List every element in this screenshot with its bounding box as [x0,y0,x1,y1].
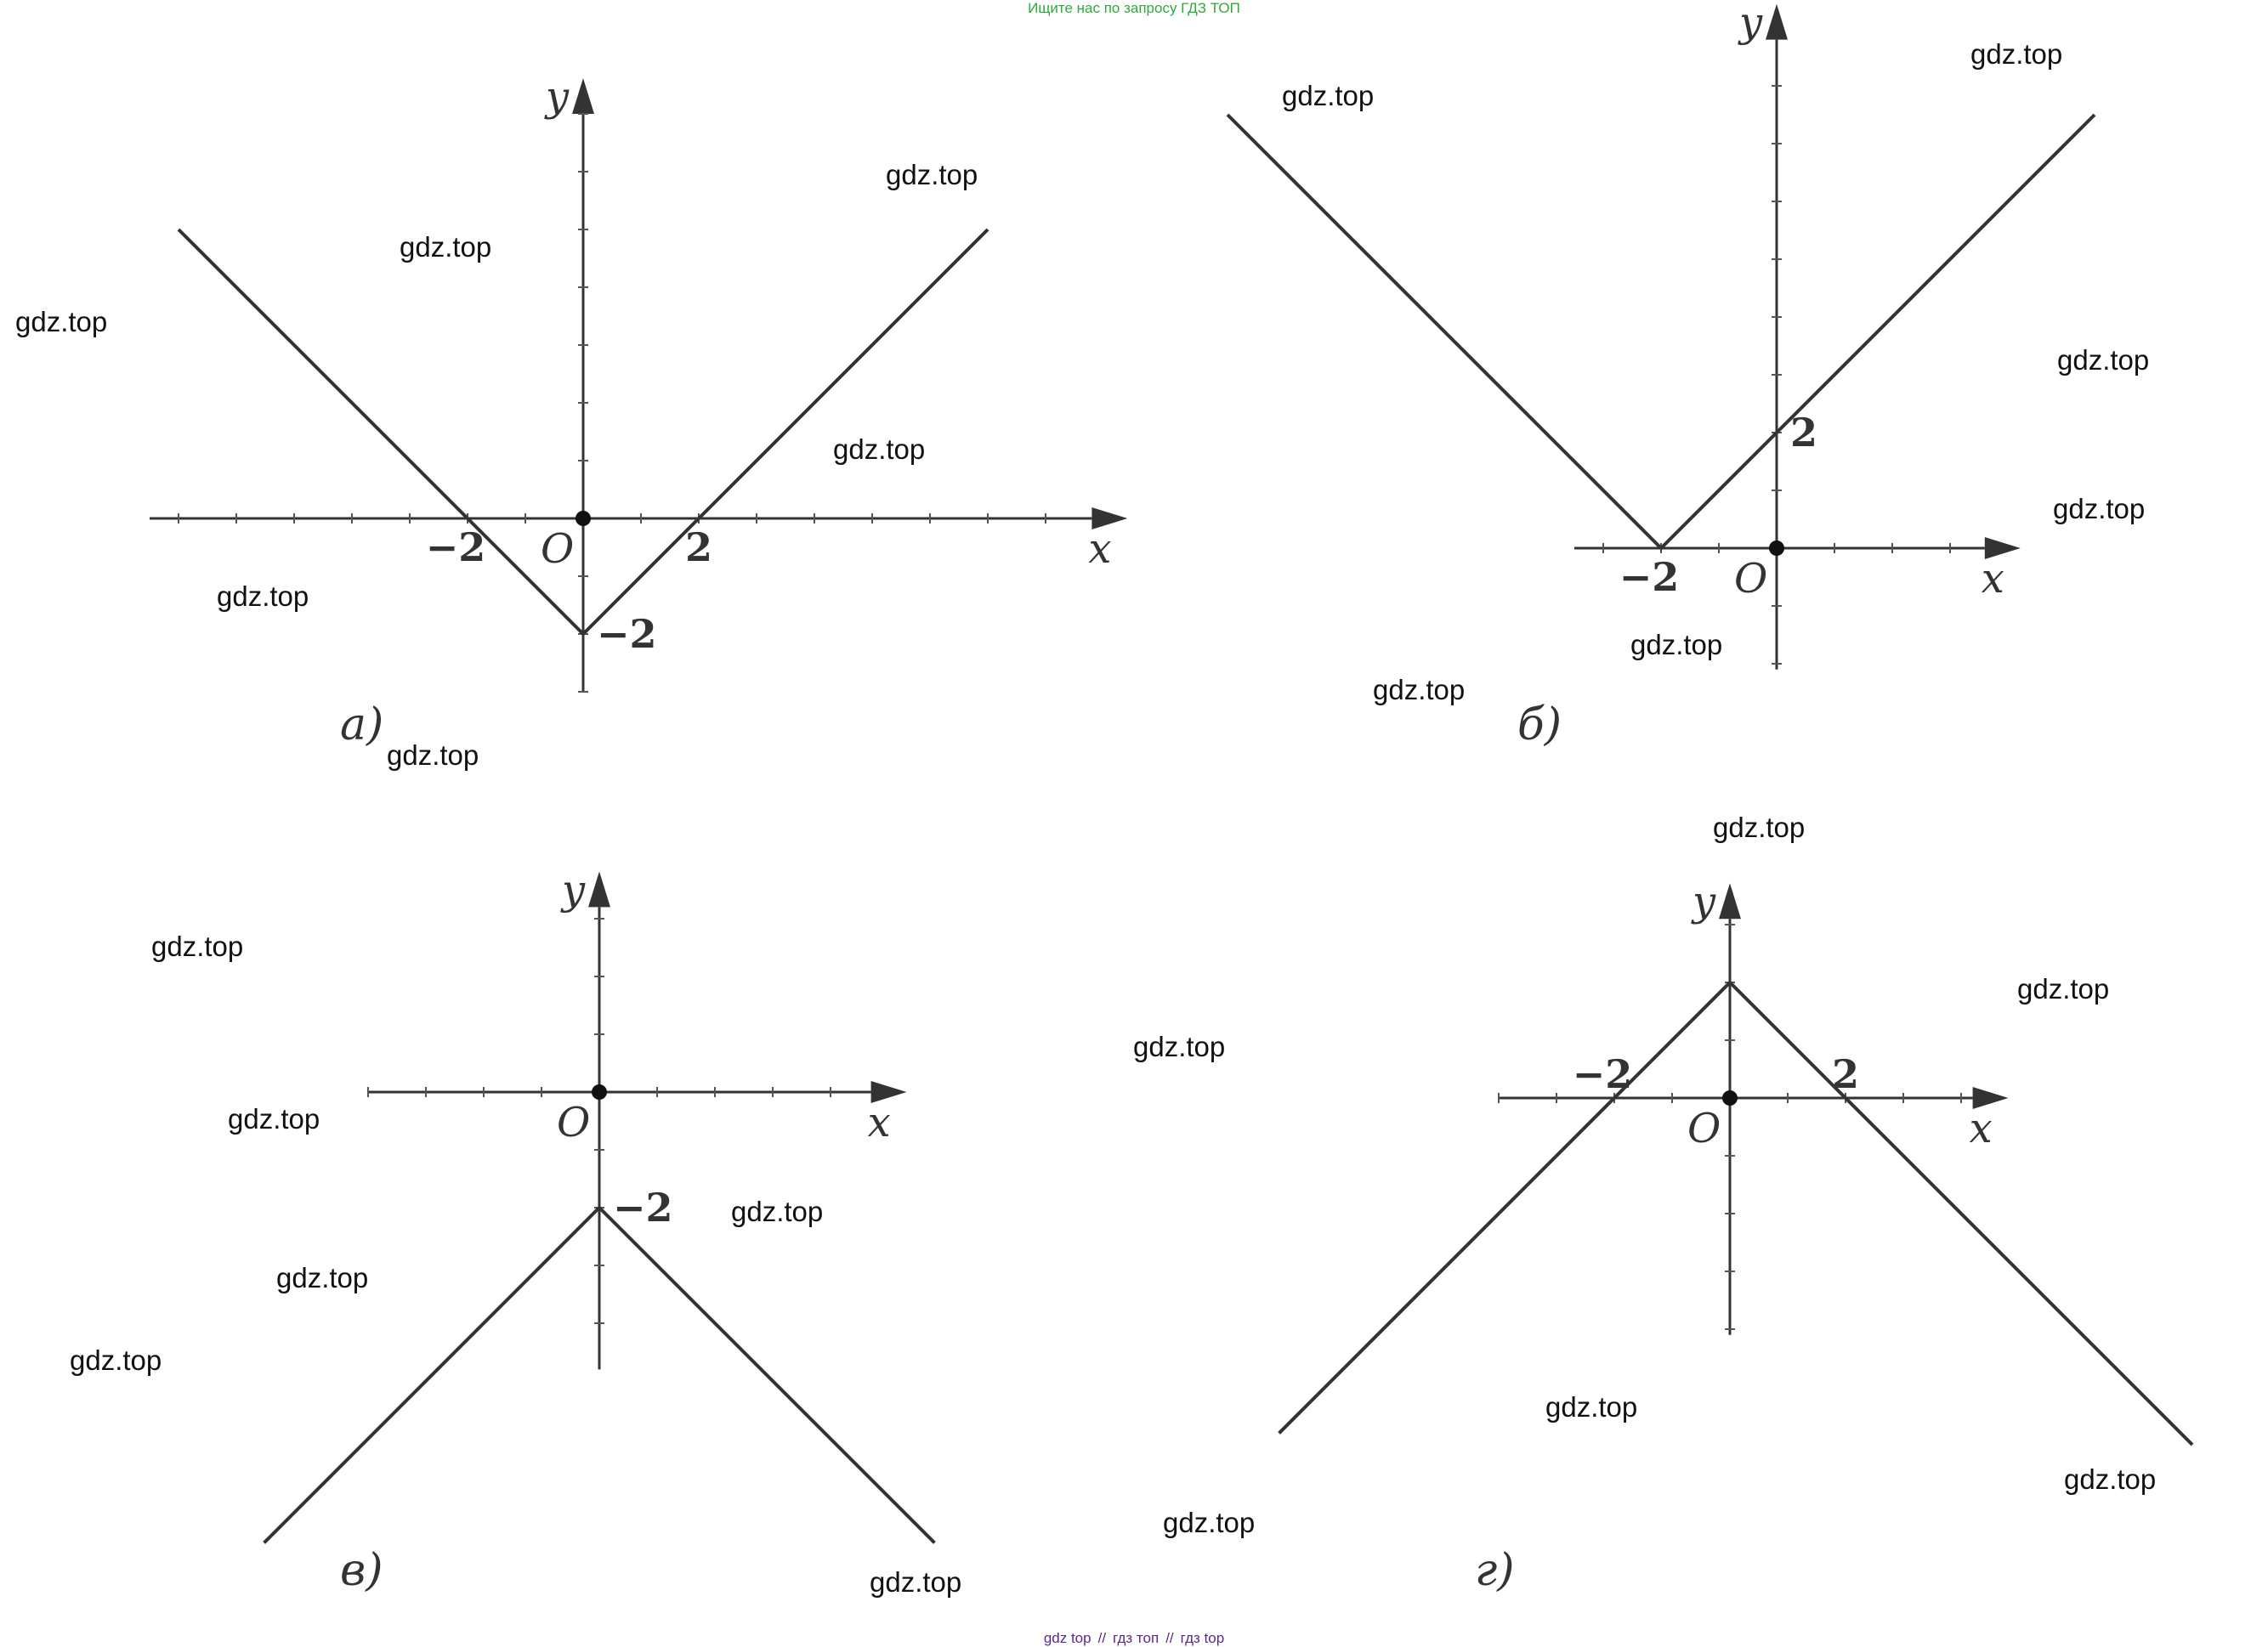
x-axis-label: x [1088,525,1111,573]
tick-label: 2 [1790,410,1817,456]
footer-link-3[interactable]: гдз top [1180,1630,1225,1646]
origin-point [1769,541,1784,556]
watermark-text: gdz.top [400,231,491,263]
origin-label: O [1687,1105,1721,1152]
origin-point [1722,1090,1738,1106]
watermark-text: gdz.top [886,159,978,190]
watermark-text: gdz.top [1545,1391,1637,1423]
panel-label: г) [1475,1545,1515,1596]
tick-label: −2 [1573,1051,1633,1097]
tick-label: 2 [1832,1051,1859,1097]
panel-label: б) [1517,699,1562,750]
x-axis-arrow [1972,1087,2009,1109]
tick-label: −2 [426,524,486,570]
watermark-text: gdz.top [1713,812,1805,843]
watermark-text: gdz.top [731,1196,823,1227]
series-line [263,1205,936,1544]
x-axis-arrow [1091,507,1128,529]
watermark-text: gdz.top [870,1566,961,1598]
watermark-text: gdz.top [70,1344,162,1376]
tick-label: −2 [613,1185,673,1231]
watermark-text: gdz.top [151,931,243,962]
footer-link-2[interactable]: гдз топ [1113,1630,1160,1646]
watermark-text: gdz.top [387,739,479,771]
origin-label: O [541,525,574,573]
footer-link-1[interactable]: gdz top [1043,1630,1091,1646]
series-line [177,228,989,637]
y-axis-label: y [1738,0,1763,47]
watermark-text: gdz.top [2017,973,2109,1005]
y-axis-arrow [1719,883,1741,920]
footer-separator: // [1165,1630,1174,1646]
x-axis-label: x [1970,1105,1993,1152]
watermark-text: gdz.top [1163,1507,1255,1538]
header-search-hint: Ищите нас по запросу ГДЗ ТОП [1028,0,1240,16]
origin-label: O [1734,555,1767,603]
watermark-text: gdz.top [1133,1031,1225,1062]
footer-links: gdz top // гдз топ // гдз top [0,1630,2268,1647]
y-axis-label: y [544,73,570,121]
footer-separator: // [1097,1630,1107,1646]
watermark-text: gdz.top [2064,1463,2156,1495]
tick-label: −2 [1619,554,1680,600]
panel-label: а) [340,699,383,750]
watermark-text: gdz.top [833,433,925,465]
x-axis-label: x [1982,555,2004,603]
watermark-text: gdz.top [1970,38,2062,70]
x-axis-arrow [870,1081,907,1103]
series-line [1226,113,2096,551]
tick-label: 2 [685,524,712,570]
watermark-text: gdz.top [2053,493,2145,524]
y-axis-arrow [1766,3,1788,40]
watermark-text: gdz.top [217,580,309,612]
panel-label: в) [340,1545,383,1596]
origin-label: O [557,1099,590,1146]
watermark-text: gdz.top [15,306,107,337]
watermark-text: gdz.top [276,1262,368,1293]
origin-point [592,1084,607,1100]
watermark-text: gdz.top [1282,80,1374,111]
watermark-text: gdz.top [2057,344,2149,376]
watermark-text: gdz.top [228,1103,320,1135]
x-axis-arrow [1984,537,2021,559]
y-axis-arrow [588,871,610,908]
series-line [1278,980,2194,1446]
y-axis-arrow [572,78,594,114]
y-axis-label: y [1691,878,1716,925]
x-axis-label: x [868,1099,891,1146]
tick-label: −2 [597,611,657,657]
watermark-text: gdz.top [1373,674,1465,705]
watermark-text: gdz.top [1630,629,1722,660]
y-axis-label: y [560,866,586,914]
origin-point [576,511,591,526]
